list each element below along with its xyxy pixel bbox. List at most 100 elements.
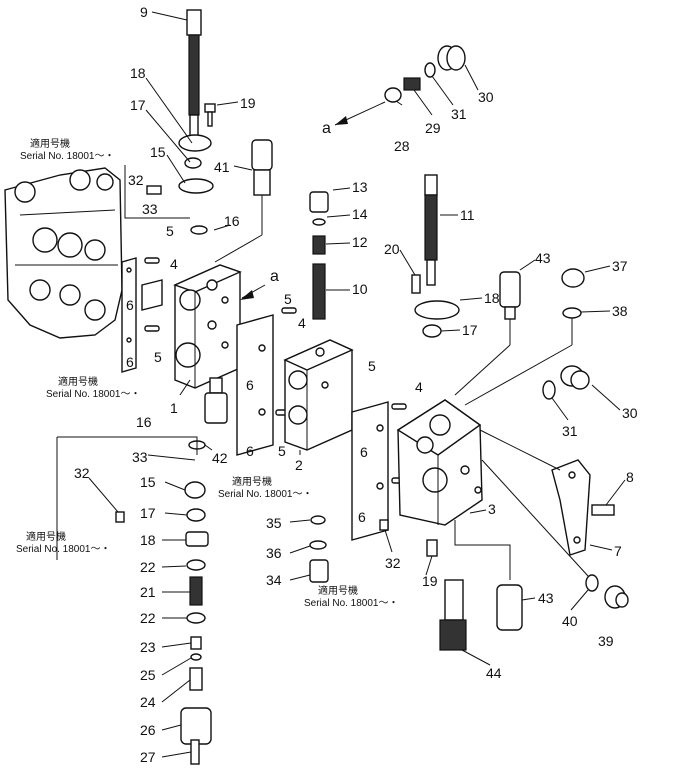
seal-5b: [144, 325, 160, 332]
plug-37: [561, 268, 585, 288]
label-18a: 18: [130, 65, 146, 81]
label-34: 34: [266, 572, 282, 588]
label-20: 20: [384, 241, 400, 257]
part-15b: [184, 481, 206, 499]
relief-valve-41: [214, 139, 273, 263]
seal-5c: [281, 307, 297, 314]
label-19a: 19: [240, 95, 256, 111]
plug-32b: [115, 511, 125, 523]
label-43b: 43: [538, 590, 554, 606]
label-6e: 6: [360, 444, 368, 460]
label-17c: 17: [462, 322, 478, 338]
label-15a: 15: [150, 144, 166, 160]
label-5d: 5: [278, 443, 286, 459]
line-43b: [454, 520, 511, 580]
gasket-plate-6a: [121, 257, 137, 373]
label-35: 35: [266, 515, 282, 531]
label-36: 36: [266, 545, 282, 561]
leader-lines: [88, 11, 626, 758]
plug-30a: [437, 45, 466, 71]
bolt-8: [591, 504, 615, 516]
label-44: 44: [486, 665, 502, 681]
label-33b: 33: [132, 449, 148, 465]
cap-26: [180, 707, 212, 745]
bolt-27: [190, 739, 200, 765]
label-7: 7: [614, 543, 622, 559]
serial-note-jp-2: 適用号機: [58, 375, 98, 388]
label-22a: 22: [140, 559, 156, 575]
relief-valve-43a: [454, 271, 521, 396]
plug-32a: [146, 185, 162, 195]
serial-note-en-1: Serial No. 18001～・: [20, 151, 115, 162]
serial-note-jp-4: 適用号機: [232, 475, 272, 488]
label-32c: 32: [385, 555, 401, 571]
serial-note-jp-1: 適用号機: [30, 137, 70, 150]
part-22b: [186, 612, 206, 624]
valve-section-1: [173, 264, 242, 389]
label-25: 25: [140, 667, 156, 683]
letter-a-mid: a: [270, 268, 279, 285]
gasket-4a: [141, 279, 163, 311]
oring-38: [562, 307, 582, 319]
label-16b: 16: [136, 414, 152, 430]
label-6a: 6: [126, 297, 134, 313]
serial-note-en-3: Serial No. 18001～・: [16, 544, 111, 555]
serial-note-en-2: Serial No. 18001～・: [46, 389, 141, 400]
line-7: [479, 429, 561, 471]
bracket-7: [551, 459, 591, 556]
label-23: 23: [140, 639, 156, 655]
seal-5e: [391, 403, 407, 410]
label-10: 10: [352, 281, 368, 297]
label-31b: 31: [562, 423, 578, 439]
bolt-20: [411, 274, 421, 294]
plate-18a: [178, 134, 212, 152]
label-26: 26: [140, 722, 156, 738]
label-43a: 43: [535, 250, 551, 266]
label-6c: 6: [246, 377, 254, 393]
label-14: 14: [352, 206, 368, 222]
seal-5a: [144, 257, 160, 264]
spring-21: [189, 576, 203, 606]
relief-valve-43b: [496, 584, 523, 631]
seal-17c: [422, 324, 442, 338]
label-24: 24: [140, 694, 156, 710]
arrow-a-mid-head: [240, 290, 254, 300]
label-32a: 32: [128, 172, 144, 188]
gasket-plate-6c: [236, 314, 274, 456]
label-15b: 15: [140, 474, 156, 490]
bracket-line-lower: [57, 436, 198, 455]
serial-note-en-5: Serial No. 18001～・: [304, 598, 399, 609]
label-5b: 5: [154, 349, 162, 365]
piston-10: [312, 263, 326, 320]
plate-18c: [414, 300, 460, 320]
line-40: [481, 459, 589, 577]
letter-a-top: a: [322, 120, 331, 137]
part-18b: [185, 531, 209, 547]
label-5e: 5: [368, 358, 376, 374]
spool-9: [186, 9, 202, 141]
label-11: 11: [460, 207, 475, 223]
label-22b: 22: [140, 610, 156, 626]
label-6d: 6: [246, 443, 254, 459]
label-6f: 6: [358, 509, 366, 525]
serial-note-en-4: Serial No. 18001～・: [218, 489, 313, 500]
oring-40: [585, 574, 599, 592]
label-13: 13: [352, 179, 368, 195]
plug-39: [604, 585, 629, 609]
line-38b: [464, 344, 573, 406]
label-38: 38: [612, 303, 628, 319]
bolt-19: [204, 103, 216, 127]
plug-34: [309, 559, 329, 583]
label-18c: 18: [484, 290, 500, 306]
label-30b: 30: [622, 405, 638, 421]
part-22a: [186, 559, 206, 571]
label-21: 21: [140, 584, 156, 600]
label-4c: 4: [415, 379, 423, 395]
part-24: [189, 667, 203, 691]
spool-11: [424, 174, 438, 286]
part-23: [190, 636, 202, 650]
oring-36: [309, 540, 327, 550]
bracket-line: [124, 165, 190, 219]
